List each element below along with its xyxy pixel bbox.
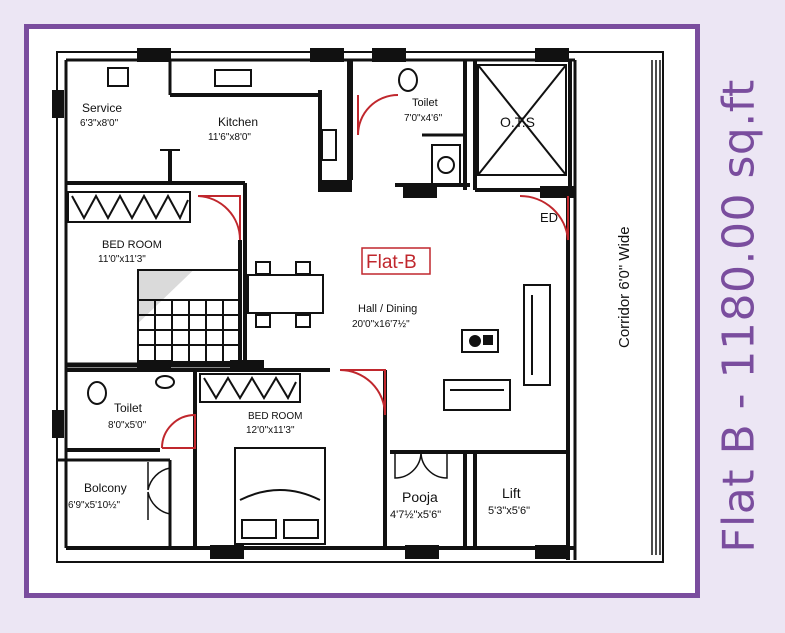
toilet-bottom-fixtures <box>87 375 175 405</box>
toilet-top-fixtures <box>398 68 461 186</box>
corridor-rail <box>651 60 661 555</box>
lift-name: Lift <box>502 485 521 501</box>
toilet-top-name: Toilet <box>412 97 438 109</box>
pooja-door <box>394 451 448 479</box>
balcony-name: Bolcony <box>84 481 127 495</box>
hall-name: Hall / Dining <box>358 303 417 315</box>
living-furniture <box>443 284 551 411</box>
bedroom1-name: BED ROOM <box>102 239 162 251</box>
dining-set <box>247 261 324 328</box>
doors <box>161 94 569 449</box>
walls <box>56 51 664 563</box>
bedroom2-name: BED ROOM <box>248 411 302 422</box>
bedroom2-furniture <box>199 373 326 545</box>
service-name: Service <box>82 101 122 115</box>
flat-label: Flat-B <box>361 247 431 275</box>
room-labels: Service 6'3"x8'0" Kitchen 11'6"x8'0" Toi… <box>68 97 633 521</box>
kitchen-dim: 11'6"x8'0" <box>208 132 251 143</box>
kitchen-name: Kitchen <box>218 115 258 129</box>
service-dim: 6'3"x8'0" <box>80 118 119 129</box>
bedroom1-furniture <box>67 191 241 363</box>
pooja-dim: 4'7½"x5'6" <box>390 509 441 521</box>
ots-label: O.T.S <box>500 114 535 130</box>
pooja-name: Pooja <box>402 489 438 505</box>
title-strip: Flat B - 1180.00 sq.ft <box>693 0 785 633</box>
balcony-dim: 6'9"x5'10½" <box>68 500 121 511</box>
toilet-bottom-name: Toilet <box>114 401 143 415</box>
toilet-bottom-dim: 8'0"x5'0" <box>108 420 147 431</box>
lift-dim: 5'3"x5'6" <box>488 505 530 517</box>
kitchen-fixtures <box>107 67 337 161</box>
hall-dim: 20'0"x16'7½" <box>352 319 410 330</box>
corridor-label: Corridor 6'0" Wide <box>616 226 633 348</box>
toilet-top-dim: 7'0"x4'6" <box>404 113 443 124</box>
ots-duct <box>477 64 567 176</box>
flat-label-text: Flat-B <box>366 252 417 273</box>
bedroom1-dim: 11'0"x11'3" <box>98 254 146 265</box>
ed-label: ED <box>540 210 558 225</box>
bedroom2-dim: 12'0"x11'3" <box>246 425 295 436</box>
plan-title: Flat B - 1180.00 sq.ft <box>713 79 765 553</box>
balcony-door <box>147 462 171 520</box>
pillars <box>52 48 574 559</box>
